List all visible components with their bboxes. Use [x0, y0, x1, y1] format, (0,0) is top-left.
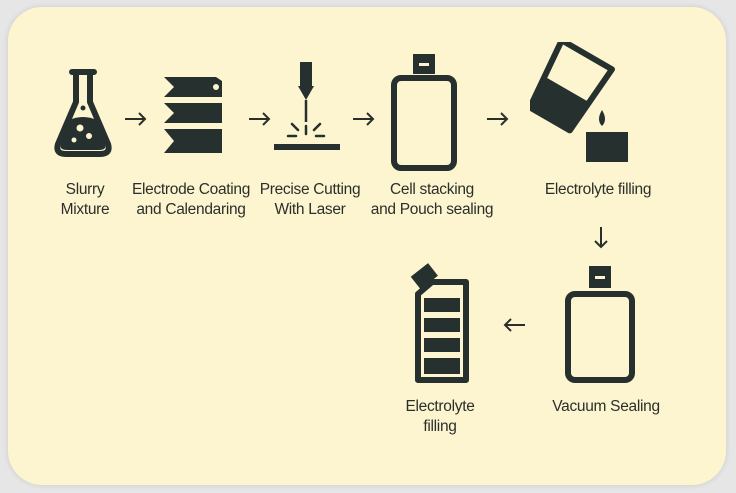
filled-cell-icon	[410, 263, 469, 383]
step-6-label: Vacuum Sealing	[552, 398, 660, 415]
step-1-label: Slurry Mixture	[60, 181, 110, 218]
arrow-left-icon	[503, 318, 525, 332]
arrow-right-icon	[487, 112, 509, 126]
sealed-pouch-icon	[565, 266, 635, 383]
arrow-right-icon	[249, 112, 271, 126]
laser-cutter-icon	[274, 62, 340, 150]
step-4-label: Cell stacking and Pouch sealing	[370, 181, 494, 218]
diagram-card	[8, 7, 726, 485]
pouch-cell-icon	[391, 54, 457, 171]
step-3-label: Precise Cutting With Laser	[259, 181, 361, 218]
step-5-label: Electrolyte filling	[544, 181, 652, 198]
step-7-label: Electrolyte filling	[405, 398, 475, 435]
electrode-stack-icon	[164, 77, 222, 153]
flask-icon	[54, 69, 112, 157]
pouring-beaker-icon	[530, 42, 628, 162]
arrow-down-icon	[594, 227, 608, 249]
arrow-right-icon	[353, 112, 375, 126]
arrow-right-icon	[125, 112, 147, 126]
step-2-label: Electrode Coating and Calendaring	[131, 181, 251, 218]
